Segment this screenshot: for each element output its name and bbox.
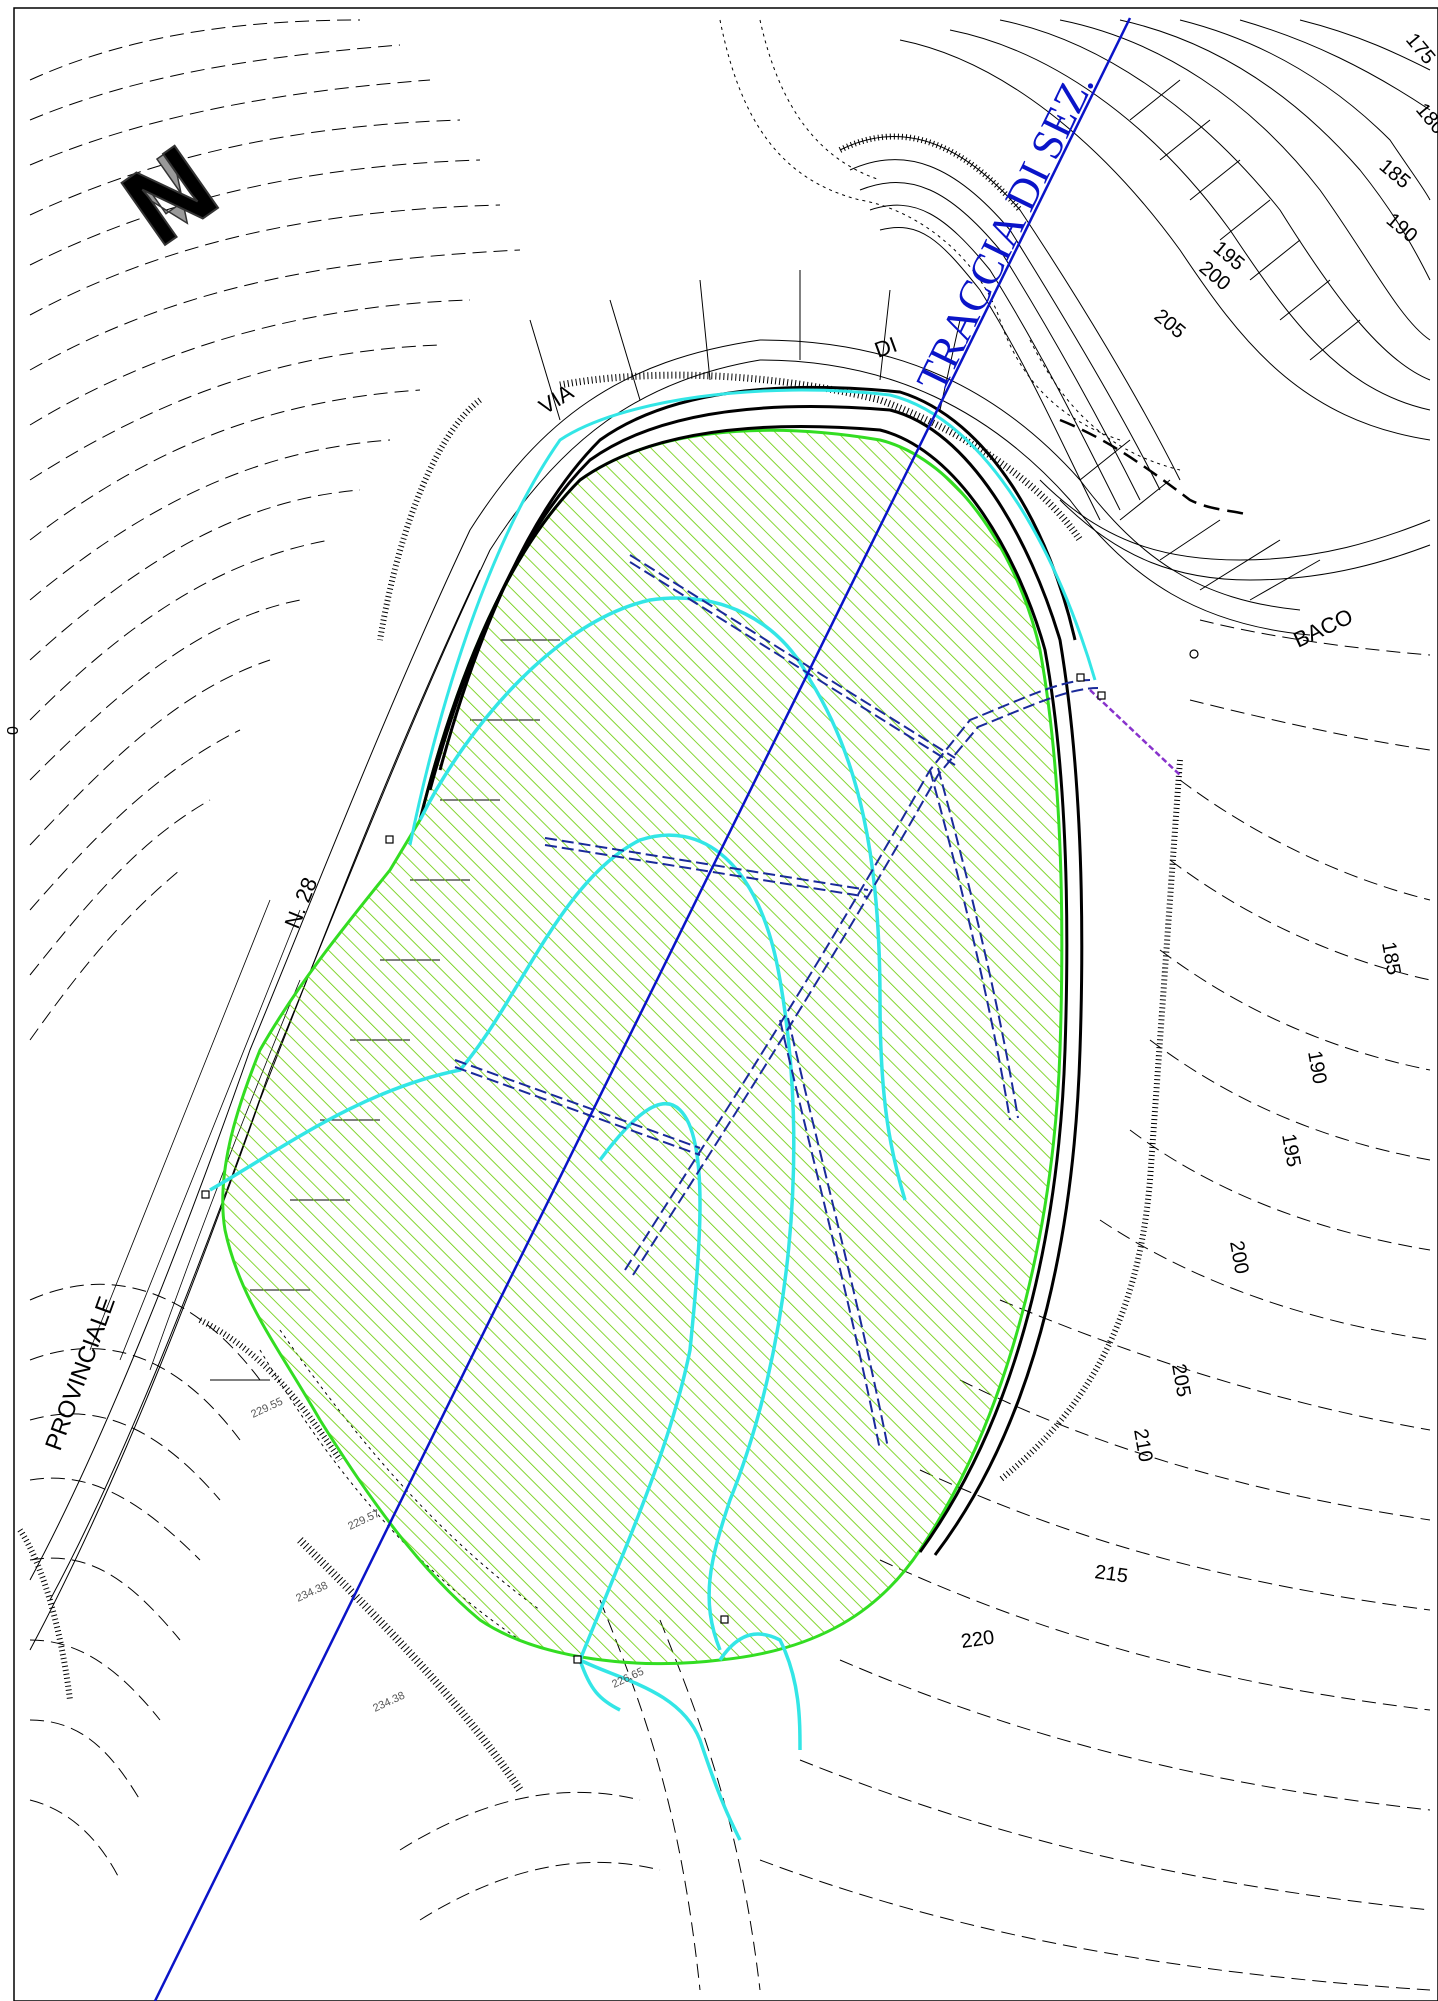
perimeter-drainage (408, 388, 1097, 846)
north-arrow-icon (121, 147, 189, 225)
contours-dashed-northwest (29, 19, 521, 1041)
drain-pipes (454, 554, 1099, 1451)
section-trace-line (153, 17, 1132, 2001)
contours-solid-northeast (839, 19, 1431, 581)
contours-dashed-south (29, 1283, 761, 1991)
manholes (201, 649, 1199, 1664)
edge-label: 0 (5, 726, 22, 735)
contour-label: 215 (1093, 1561, 1129, 1587)
dashed-boundary (1059, 418, 1251, 517)
contour-label: 220 (960, 1627, 996, 1653)
landfill-area (221, 428, 1064, 1666)
slope-hachures (17, 133, 1183, 1793)
contours-dashed-southeast (759, 619, 1431, 1991)
outlet-link (1089, 689, 1181, 776)
